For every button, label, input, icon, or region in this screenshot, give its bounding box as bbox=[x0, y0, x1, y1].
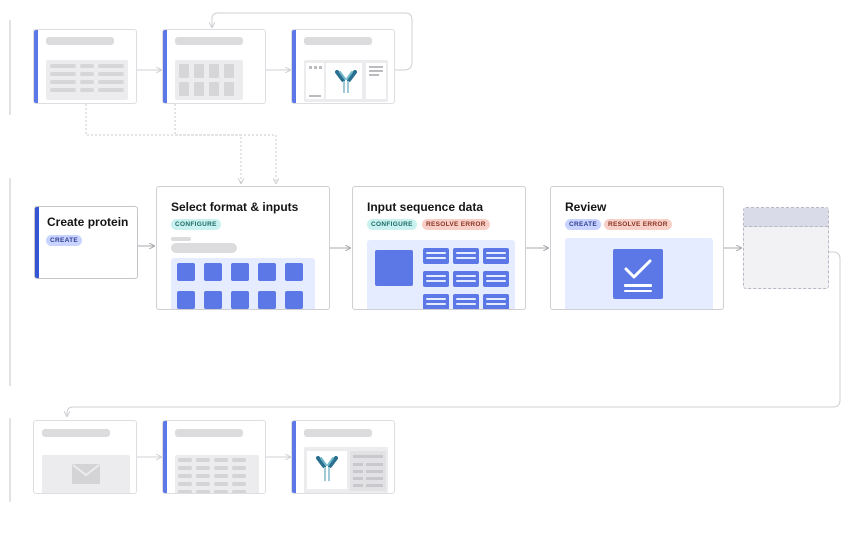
input-sequence-card[interactable]: Input sequence data CONFIGURE RESOLVE ER… bbox=[352, 186, 526, 310]
viewer-panel bbox=[304, 60, 388, 102]
input-sequence-title: Input sequence data bbox=[367, 200, 484, 214]
create-badge: CREATE bbox=[46, 235, 83, 246]
sequence-row[interactable] bbox=[453, 294, 479, 309]
faded-grid-card[interactable] bbox=[162, 29, 266, 104]
placeholder-title bbox=[175, 429, 243, 437]
format-option-tile[interactable] bbox=[285, 291, 303, 309]
format-option-tile[interactable] bbox=[177, 263, 195, 281]
placeholder-label bbox=[171, 237, 191, 241]
format-option-tile[interactable] bbox=[204, 291, 222, 309]
format-option-tile[interactable] bbox=[231, 291, 249, 309]
sequence-row[interactable] bbox=[483, 248, 509, 264]
accent-stripe bbox=[34, 30, 38, 103]
faded-antibody-card[interactable] bbox=[291, 29, 395, 104]
faded-antibody-card-bottom[interactable] bbox=[291, 420, 395, 494]
faded-message-card[interactable] bbox=[33, 420, 137, 494]
review-panel bbox=[565, 238, 713, 309]
format-option-tile[interactable] bbox=[258, 263, 276, 281]
accent-stripe bbox=[292, 421, 296, 493]
next-step-placeholder-card[interactable] bbox=[743, 207, 829, 289]
accent-stripe bbox=[163, 30, 167, 103]
sequence-row[interactable] bbox=[423, 271, 449, 287]
message-panel bbox=[42, 455, 130, 493]
configure-badge: CONFIGURE bbox=[367, 219, 417, 230]
format-option-tile[interactable] bbox=[177, 291, 195, 309]
sequence-row[interactable] bbox=[423, 294, 449, 309]
checklist-icon bbox=[613, 249, 663, 299]
placeholder-header bbox=[744, 208, 828, 227]
envelope-icon bbox=[72, 464, 100, 484]
placeholder-title bbox=[42, 429, 110, 437]
create-protein-title: Create protein bbox=[47, 215, 129, 229]
create-protein-card[interactable]: Create protein CREATE bbox=[34, 206, 138, 279]
resolve-error-badge: RESOLVE ERROR bbox=[604, 219, 672, 230]
sequence-data-panel bbox=[367, 240, 515, 309]
antibody-icon bbox=[316, 456, 338, 481]
sequence-preview bbox=[375, 250, 413, 286]
grid-icon bbox=[175, 60, 243, 100]
sequence-row[interactable] bbox=[423, 248, 449, 264]
select-format-card[interactable]: Select format & inputs CONFIGURE bbox=[156, 186, 330, 310]
placeholder-input bbox=[171, 243, 237, 253]
resolve-error-badge: RESOLVE ERROR bbox=[422, 219, 490, 230]
placeholder-title bbox=[304, 429, 372, 437]
sequence-row[interactable] bbox=[453, 271, 479, 287]
create-badge: CREATE bbox=[565, 219, 602, 230]
accent-stripe bbox=[163, 421, 167, 493]
placeholder-title bbox=[175, 37, 243, 45]
review-title: Review bbox=[565, 200, 607, 214]
faded-table-card-bottom[interactable] bbox=[162, 420, 266, 494]
sequence-row[interactable] bbox=[453, 248, 479, 264]
accent-stripe bbox=[292, 30, 296, 103]
placeholder-title bbox=[304, 37, 372, 45]
configure-badge: CONFIGURE bbox=[171, 219, 221, 230]
format-option-tile[interactable] bbox=[285, 263, 303, 281]
sequence-row[interactable] bbox=[483, 271, 509, 287]
review-card[interactable]: Review CREATE RESOLVE ERROR bbox=[550, 186, 724, 310]
format-options-panel bbox=[171, 258, 315, 309]
section-divider-top bbox=[9, 20, 11, 115]
antibody-icon bbox=[335, 70, 357, 93]
section-divider-bottom bbox=[9, 418, 11, 502]
format-option-tile[interactable] bbox=[204, 263, 222, 281]
table-icon bbox=[46, 60, 128, 100]
viewer-panel bbox=[304, 447, 388, 493]
select-format-title: Select format & inputs bbox=[171, 200, 299, 214]
format-option-tile[interactable] bbox=[258, 291, 276, 309]
sequence-row[interactable] bbox=[483, 294, 509, 309]
format-option-tile[interactable] bbox=[231, 263, 249, 281]
table-icon bbox=[175, 455, 259, 493]
faded-table-card[interactable] bbox=[33, 29, 137, 104]
accent-stripe bbox=[35, 207, 39, 278]
placeholder-title bbox=[46, 37, 114, 45]
section-divider-middle bbox=[9, 178, 11, 386]
